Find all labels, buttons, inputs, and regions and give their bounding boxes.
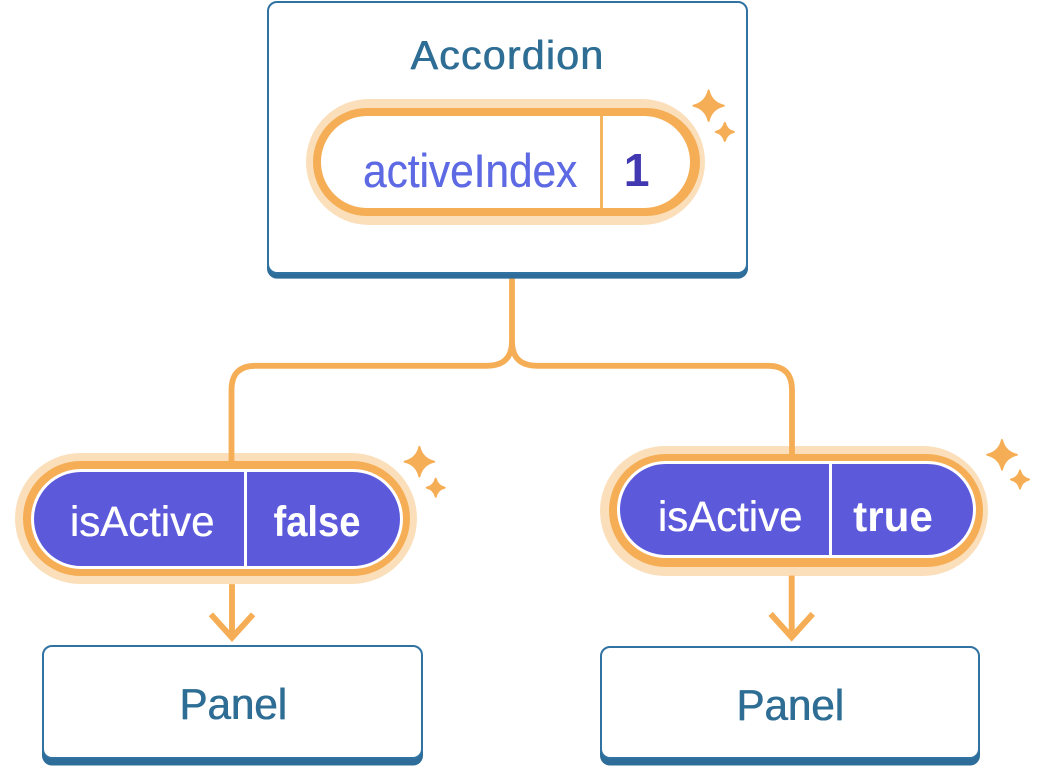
active-index-pill <box>321 116 691 208</box>
active-index-divider <box>600 116 604 208</box>
is-active-pill-left <box>30 468 404 569</box>
is-active-divider-right <box>829 463 833 556</box>
is-active-label-right: isActive <box>657 492 802 541</box>
panel-title-left: Panel <box>178 681 287 730</box>
is-active-divider-left <box>243 471 248 566</box>
arrow-right <box>768 575 815 642</box>
active-index-value: 1 <box>623 144 650 197</box>
sparkle-small-left-pill <box>425 477 446 498</box>
sparkle-big-right-pill <box>986 439 1018 471</box>
is-active-value-left: false <box>273 497 361 546</box>
connector-branch-left <box>228 340 515 464</box>
arrow-right-head <box>768 611 815 642</box>
is-active-label-left: isActive <box>69 497 215 546</box>
arrow-left <box>208 584 256 642</box>
panel-card-left <box>41 645 423 759</box>
sparkle-small-right-pill <box>1010 469 1030 490</box>
panel-card-right <box>600 645 980 759</box>
arrow-left-head <box>208 612 256 642</box>
sparkle-small-accordion <box>714 121 735 142</box>
sparkle-big-left-pill <box>403 445 436 478</box>
connector-branch-right <box>509 340 795 457</box>
sparkle-big-accordion <box>692 89 725 122</box>
is-active-value-right: true <box>853 492 934 541</box>
is-active-pill-right <box>617 460 977 559</box>
panel-title-right: Panel <box>736 681 845 730</box>
active-index-label: activeIndex <box>362 144 577 198</box>
accordion-title: Accordion <box>410 32 605 79</box>
